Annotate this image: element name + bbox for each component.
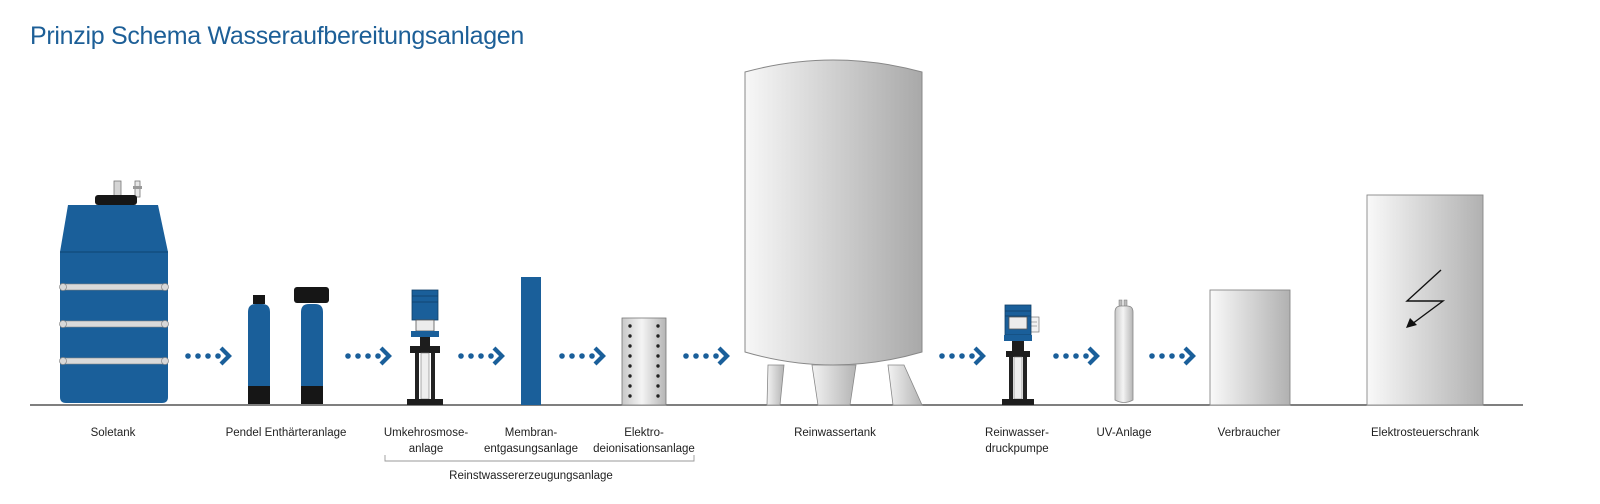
- pure-water-tank: [744, 59, 923, 406]
- dotted-arrow-icon: [684, 348, 727, 364]
- label-soletank: Soletank: [91, 427, 136, 439]
- dotted-arrow-icon: [560, 348, 603, 364]
- label-membrane-line1: Membran-: [505, 427, 558, 439]
- label-pump-line2: druckpumpe: [985, 443, 1048, 455]
- uv-unit: [1114, 299, 1134, 403]
- soletank: [59, 180, 169, 403]
- dotted-arrow-icon: [1150, 348, 1193, 364]
- dotted-arrow-icon: [940, 348, 983, 364]
- reverse-osmosis-pump: [407, 289, 443, 405]
- label-pump-line1: Reinwasser-: [985, 427, 1049, 439]
- group-bracket: [384, 455, 695, 462]
- softener-system: [248, 287, 329, 404]
- consumer-box: [1209, 289, 1291, 406]
- electrical-control-cabinet: [1366, 194, 1484, 406]
- label-ro-line1: Umkehrosmose-: [384, 427, 469, 439]
- label-consumer: Verbraucher: [1218, 427, 1281, 439]
- label-group: Reinstwassererzeugungsanlage: [449, 470, 613, 482]
- label-edi-line2: deionisationsanlage: [593, 443, 695, 455]
- dotted-arrow-icon: [459, 348, 502, 364]
- label-tank: Reinwassertank: [794, 427, 876, 439]
- membrane-degassing-unit: [521, 277, 541, 405]
- label-ro-line2: anlage: [409, 443, 444, 455]
- label-uv: UV-Anlage: [1097, 427, 1152, 439]
- label-membrane-line2: entgasungsanlage: [484, 443, 578, 455]
- dotted-arrow-icon: [1054, 348, 1097, 364]
- lightning-icon: [1405, 269, 1446, 328]
- pure-water-pressure-pump: [1002, 304, 1040, 405]
- electrodeionization-unit: [621, 317, 667, 406]
- dotted-arrow-icon: [186, 348, 229, 364]
- label-edi-line1: Elektro-: [624, 427, 664, 439]
- dotted-arrow-icon: [346, 348, 389, 364]
- label-cabinet: Elektrosteuerschrank: [1371, 427, 1479, 439]
- page-title: Prinzip Schema Wasseraufbereitungsanlage…: [30, 22, 524, 50]
- label-softener: Pendel Enthärteranlage: [226, 427, 347, 439]
